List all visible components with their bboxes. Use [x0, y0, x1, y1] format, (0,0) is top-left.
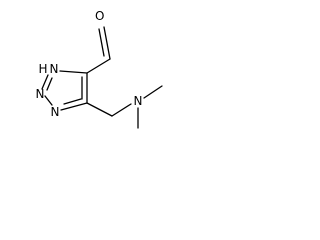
atom-nh-hydrogen: H: [38, 62, 47, 76]
bond-n3-n2: [44, 95, 53, 106]
bond-cho-o-inner: [98, 28, 105, 57]
atom-amine-nitrogen: N: [134, 94, 143, 108]
bond-c4-n3-inner: [63, 98, 82, 105]
bond-c4-ch2: [86, 102, 113, 117]
bond-n2-n1: [41, 74, 49, 90]
bond-c4-n3: [60, 102, 88, 111]
bond-n2-n1-inner: [46, 77, 53, 91]
atom-n1: N: [50, 62, 59, 76]
bond-n-me1: [143, 85, 163, 99]
atom-n2: N: [36, 87, 45, 101]
atom-labels: O H N N N N: [36, 9, 143, 119]
bonds: [41, 26, 163, 129]
bond-cho-o: [103, 26, 111, 60]
bond-c5-cho: [86, 58, 111, 74]
bond-n1-c5: [59, 70, 88, 74]
atom-n3: N: [51, 105, 60, 119]
atom-aldehyde-oxygen: O: [95, 9, 104, 23]
bond-ch2-n: [111, 103, 132, 117]
chemical-structure-diagram: O H N N N N: [36, 9, 163, 129]
